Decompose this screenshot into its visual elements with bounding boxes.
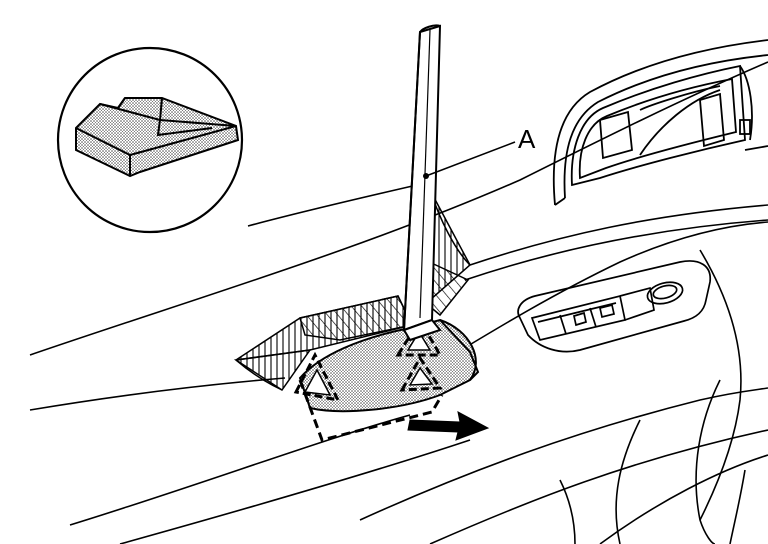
power-window-switch	[517, 260, 711, 353]
trim-removal-tool	[402, 24, 442, 342]
retaining-clip	[293, 317, 480, 442]
door-trim-panel	[29, 61, 768, 544]
callout-a-label: A	[518, 124, 536, 154]
clip-detail-inset	[56, 46, 244, 234]
removal-direction-arrow	[407, 411, 490, 441]
trim-cutaway-section	[233, 187, 471, 392]
clip-detail-illustration	[75, 97, 240, 178]
callout-a: A	[423, 124, 536, 179]
inside-door-handle	[552, 39, 768, 206]
